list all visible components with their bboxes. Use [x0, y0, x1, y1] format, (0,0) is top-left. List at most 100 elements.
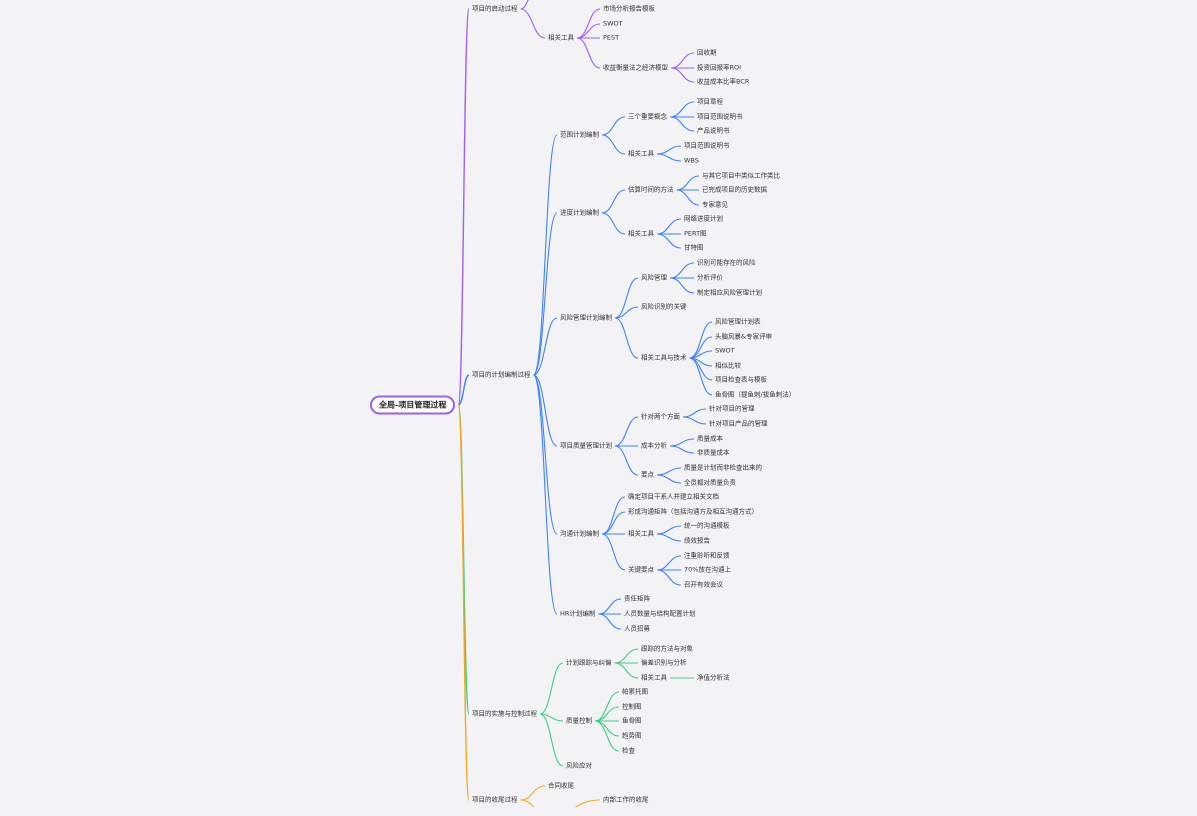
node-quality-aspects[interactable]: 针对两个方面 — [641, 412, 680, 421]
node-econ-model[interactable]: 收益衡量法之经济模型 — [603, 63, 668, 72]
node-leaf[interactable]: 控制图 — [622, 702, 642, 711]
node-leaf[interactable]: 专家意见 — [702, 200, 728, 209]
node-planning[interactable]: 项目的计划编制过程 — [472, 370, 531, 379]
node-leaf[interactable]: 鱼骨图 — [622, 716, 642, 725]
node-scope[interactable]: 范围计划编制 — [560, 130, 599, 139]
node-leaf[interactable]: 偏差识别与分析 — [641, 658, 687, 667]
node-schedule-tools[interactable]: 相关工具 — [628, 229, 654, 238]
node-leaf[interactable]: 回收期 — [697, 48, 717, 57]
node-contract-closure[interactable]: 合同收尾 — [548, 781, 574, 790]
node-scope-concepts[interactable]: 三个重要概念 — [628, 112, 667, 121]
node-leaf[interactable]: 市场分析报告模板 — [603, 4, 655, 13]
node-leaf[interactable]: 帕累托图 — [622, 687, 648, 696]
connector-line — [532, 374, 558, 615]
connector-line — [594, 720, 620, 737]
node-leaf[interactable]: 鱼骨图（提鱼刺/拔鱼刺法） — [715, 390, 796, 399]
node-comm-tools[interactable]: 相关工具 — [628, 529, 654, 538]
node-leaf[interactable]: 项目范围说明书 — [697, 112, 743, 121]
node-leaf[interactable]: 质量是计划而非检查出来的 — [684, 463, 762, 472]
node-execution[interactable]: 项目的实施与控制过程 — [472, 709, 537, 718]
node-leaf[interactable]: SWOT — [715, 346, 735, 355]
node-quality-points[interactable]: 要点 — [641, 470, 654, 479]
node-leaf[interactable]: 项目章程 — [697, 97, 723, 106]
node-hr-plan[interactable]: HR计划编制 — [560, 609, 596, 618]
node-tracking-tools[interactable]: 相关工具 — [641, 673, 667, 682]
node-leaf[interactable]: 投资回报率ROI — [697, 63, 742, 72]
node-leaf[interactable]: 项目检查表与模板 — [715, 375, 767, 384]
node-leaf[interactable]: 风险管理计划表 — [715, 317, 761, 326]
node-leaf[interactable]: SWOT — [603, 19, 623, 28]
root-node[interactable]: 全局-项目管理过程 — [370, 395, 456, 415]
connector-line — [574, 799, 601, 807]
node-leaf[interactable]: 产品说明书 — [697, 126, 730, 135]
node-initiation[interactable]: 项目的启动过程 — [472, 4, 518, 13]
connector-line — [682, 408, 707, 418]
connector-line — [689, 321, 713, 359]
node-leaf[interactable]: 与其它项目中类似工作类比 — [702, 171, 780, 180]
connector-line — [614, 648, 639, 664]
node-leaf[interactable]: PEST — [603, 33, 620, 42]
connector-line — [601, 134, 626, 155]
node-leaf[interactable]: 针对项目产品的管理 — [709, 419, 768, 428]
node-tracking[interactable]: 计划跟踪与纠偏 — [566, 658, 612, 667]
node-leaf[interactable]: 收益成本比率BCR — [697, 77, 750, 86]
node-leaf[interactable]: 人员招募 — [624, 624, 650, 633]
node-leaf[interactable]: 质量成本 — [697, 434, 723, 443]
node-internal-closure[interactable]: 内部工作的收尾 — [603, 795, 649, 804]
node-leaf[interactable]: 注重聆听和反馈 — [684, 551, 730, 560]
node-risk-plan[interactable]: 风险管理计划编制 — [560, 313, 612, 322]
node-quality-plan[interactable]: 项目质量管理计划 — [560, 441, 612, 450]
node-cost-analysis[interactable]: 成本分析 — [641, 441, 667, 450]
node-closing[interactable]: 项目的收尾过程 — [472, 795, 518, 804]
connector-line — [669, 445, 695, 454]
connector-line — [533, 317, 558, 376]
connector-line — [614, 416, 639, 447]
node-estimate[interactable]: 估算时间的方法 — [628, 185, 674, 194]
node-leaf[interactable]: 头脑风暴&专家评审 — [715, 332, 773, 341]
connector-line — [520, 785, 546, 801]
node-leaf[interactable]: 净值分析法 — [697, 673, 730, 682]
node-leaf[interactable]: 人员数量与结构配置计划 — [624, 609, 696, 618]
node-risk-tools[interactable]: 相关工具与技术 — [641, 353, 687, 362]
node-leaf[interactable]: 网络进度计划 — [684, 214, 723, 223]
connector-line — [676, 189, 700, 206]
node-risk-mgmt[interactable]: 风险管理 — [641, 273, 667, 282]
connector-line — [457, 8, 470, 406]
node-leaf[interactable]: 跟踪的方法与对象 — [641, 644, 693, 653]
node-risk-response[interactable]: 风险应对 — [566, 761, 592, 770]
node-leaf[interactable]: 制定相应风险管理计划 — [697, 288, 762, 297]
node-leaf[interactable]: 针对项目的管理 — [709, 404, 755, 413]
node-leaf[interactable]: 全员都对质量负责 — [684, 478, 736, 487]
connector-line — [614, 306, 639, 319]
node-schedule[interactable]: 进度计划编制 — [560, 208, 599, 217]
connector-line — [601, 189, 626, 214]
connector-line — [520, 8, 546, 39]
node-leaf[interactable]: 相似比较 — [715, 361, 741, 370]
node-initiation-tools[interactable]: 相关工具 — [548, 33, 574, 42]
connector-line — [670, 67, 695, 83]
node-comm-keys[interactable]: 关键要点 — [628, 565, 654, 574]
node-comm-plan[interactable]: 沟通计划编制 — [560, 529, 599, 538]
connector-line — [601, 533, 626, 571]
node-leaf[interactable]: 分析评价 — [697, 273, 723, 282]
node-leaf[interactable]: 甘特图 — [684, 243, 704, 252]
connector-line — [656, 569, 682, 586]
node-leaf[interactable]: 形成沟通矩阵（包括沟通方及相互沟通方式） — [628, 507, 758, 516]
node-quality-control[interactable]: 质量控制 — [566, 716, 592, 725]
node-leaf[interactable]: 召开有效会议 — [684, 580, 723, 589]
node-leaf[interactable]: 已完成项目的历史数据 — [702, 185, 767, 194]
node-leaf[interactable]: WBS — [684, 156, 699, 165]
node-risk-key[interactable]: 风险识别的关键 — [641, 302, 687, 311]
node-leaf[interactable]: 趋势图 — [622, 731, 642, 740]
node-leaf[interactable]: 统一的沟通模板 — [684, 521, 730, 530]
node-leaf[interactable]: 非质量成本 — [697, 448, 730, 457]
node-leaf[interactable]: 确定项目干系人并建立相关文档 — [628, 492, 719, 501]
node-leaf[interactable]: 检查 — [622, 746, 635, 755]
node-leaf[interactable]: PERT图 — [684, 229, 707, 238]
node-leaf[interactable]: 识别可能存在的风险 — [697, 258, 756, 267]
node-leaf[interactable]: 70%放在沟通上 — [684, 565, 731, 574]
node-leaf[interactable]: 责任矩阵 — [624, 594, 650, 603]
node-leaf[interactable]: 绩效报告 — [684, 536, 710, 545]
node-leaf[interactable]: 项目范围说明书 — [684, 141, 730, 150]
node-scope-tools[interactable]: 相关工具 — [628, 149, 654, 158]
